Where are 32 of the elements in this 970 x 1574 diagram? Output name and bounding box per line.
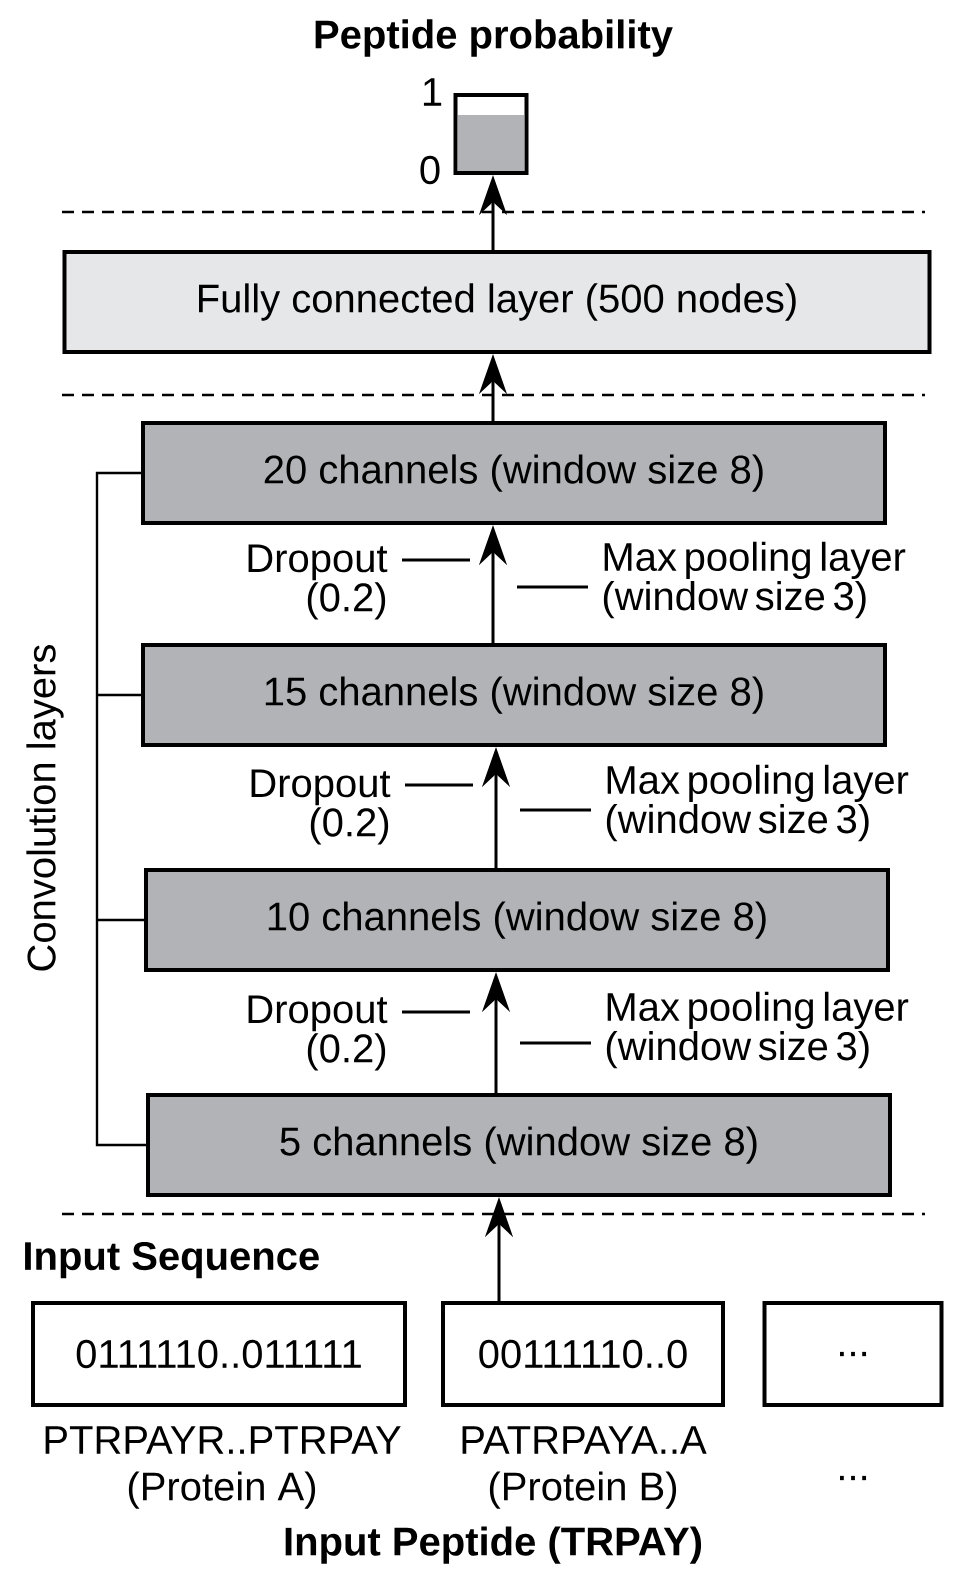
convolution-box: 15 channels (window size 8)	[141, 643, 887, 747]
leader-line	[517, 585, 588, 589]
leader-line	[402, 1010, 470, 1014]
layer-box: Fully connected layer (500 nodes)	[62, 250, 932, 354]
title: Peptide probability	[315, 19, 673, 57]
leader-line	[520, 1041, 591, 1045]
leader-line	[520, 808, 591, 812]
bracket-label: Convolution layers	[26, 645, 64, 971]
leader-line	[405, 783, 473, 787]
pooling-label: Max pooling layer (window size 3)	[606, 764, 909, 842]
convolution-box: 20 channels (window size 8)	[141, 421, 887, 525]
axis-value: 1	[423, 78, 442, 106]
section-label: Input Sequence	[25, 1241, 319, 1279]
leader-line	[402, 558, 470, 562]
section-label: Input Peptide (TRPAY)	[285, 1526, 702, 1564]
dropout-label: Dropout (0.2)	[248, 544, 388, 620]
pooling-label: Max pooling layer (window size 3)	[606, 991, 909, 1069]
sequence-box: ...	[762, 1301, 944, 1407]
sequence-caption: PTRPAYR..PTRPAY	[45, 1426, 401, 1454]
sequence-box: 0111110..011111	[31, 1301, 407, 1407]
dropout-label: Dropout (0.2)	[251, 769, 391, 845]
sequence-caption: (Protein B)	[489, 1471, 677, 1509]
dropout-label: Dropout (0.2)	[248, 995, 388, 1071]
sequence-caption: PATRPAYA..A	[462, 1426, 707, 1454]
pooling-label: Max pooling layer (window size 3)	[603, 541, 906, 619]
probability-bar	[453, 93, 529, 175]
sequence-box: 00111110..0	[441, 1301, 725, 1407]
convolution-box: 5 channels (window size 8)	[146, 1093, 892, 1197]
axis-value: 0	[420, 155, 440, 185]
sequence-caption: ...	[840, 1475, 867, 1481]
sequence-caption: (Protein A)	[128, 1471, 316, 1509]
convolution-box: 10 channels (window size 8)	[144, 868, 890, 972]
